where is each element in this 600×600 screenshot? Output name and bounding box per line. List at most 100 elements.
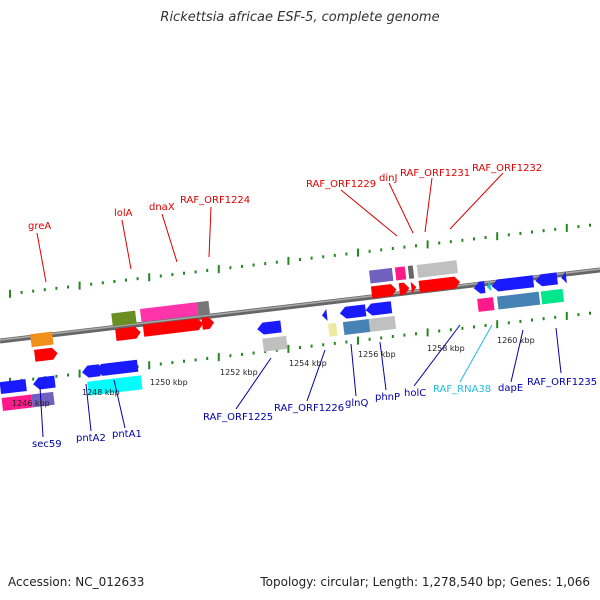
gene-block[interactable] (394, 266, 407, 281)
track-dot (90, 282, 93, 286)
track-dot (449, 328, 452, 332)
gene-arrow[interactable] (142, 318, 204, 337)
gene-label-raf-orf1226[interactable]: RAF_ORF1226 (274, 403, 344, 414)
gene-arrow[interactable] (115, 326, 141, 342)
gene-arrow[interactable] (34, 347, 58, 362)
gene-arrow[interactable] (339, 304, 367, 319)
scale-tick-label: 1252 kbp (220, 368, 258, 377)
track-dot (206, 357, 209, 360)
gene-label-dinj[interactable]: dinJ (379, 173, 397, 184)
gene-label-glnq[interactable]: glnQ (345, 398, 368, 409)
track-dot (507, 321, 510, 325)
gene-arrow[interactable] (370, 284, 397, 299)
gene-arrow[interactable] (32, 375, 56, 391)
gene-label-pnta1[interactable]: pntA1 (112, 429, 142, 440)
gene-label-lola[interactable]: lolA (114, 208, 133, 219)
track-dot (310, 344, 313, 348)
gene-label-raf-orf1231[interactable]: RAF_ORF1231 (400, 168, 470, 179)
track-dot (101, 281, 104, 285)
track-dot (333, 253, 336, 257)
gene-block[interactable] (1, 394, 33, 411)
genome-stats-text: Topology: circular; Length: 1,278,540 bp… (260, 575, 590, 589)
gene-arrow[interactable] (81, 364, 101, 378)
track-dot (183, 359, 185, 363)
gene-block[interactable] (496, 291, 541, 310)
gene-block[interactable] (31, 391, 55, 408)
gene-arrow[interactable] (561, 271, 567, 284)
gene-arrow[interactable] (95, 359, 139, 377)
track-dot (299, 258, 301, 261)
gene-block[interactable] (342, 318, 371, 335)
track-dot (577, 313, 580, 317)
gene-block[interactable] (262, 335, 288, 352)
track-dot (264, 262, 267, 266)
track-dot (449, 240, 452, 244)
gene-block[interactable] (139, 302, 199, 322)
track-dot (403, 245, 406, 249)
gene-arrow[interactable] (398, 282, 410, 296)
gene-block[interactable] (196, 300, 210, 316)
gene-block[interactable] (407, 265, 415, 279)
forward-gene-labels: greA lolA dnaX RAF_ORF1224 RAF_ORF1229 d… (28, 163, 542, 232)
gene-block[interactable] (111, 310, 137, 327)
track-dot (55, 374, 58, 378)
gene-arrow[interactable] (365, 301, 393, 316)
gene-block[interactable] (369, 267, 394, 284)
gene-label-dape[interactable]: dapE (498, 383, 523, 394)
track-dot (542, 229, 545, 233)
gene-arrow[interactable] (410, 281, 417, 294)
gene-arrow[interactable] (535, 272, 558, 287)
gene-block[interactable] (540, 288, 565, 305)
gene-block[interactable] (368, 315, 397, 332)
gene-label-raf-rna38[interactable]: RAF_RNA38 (433, 384, 491, 395)
track-dot (241, 264, 243, 268)
label-leader-lines (36, 172, 562, 438)
gene-block[interactable] (30, 331, 54, 348)
track-dot (484, 324, 487, 327)
track-dot (519, 319, 522, 323)
track-major-tick (148, 273, 151, 282)
track-dot (438, 241, 441, 245)
scale-tick-label: 1260 kbp (497, 336, 535, 345)
track-dot (519, 231, 522, 235)
track-dot (345, 340, 348, 344)
gene-label-raf-orf1229[interactable]: RAF_ORF1229 (306, 179, 376, 190)
scale-tick-label: 1258 kbp (427, 344, 465, 353)
gene-arrow[interactable] (321, 308, 328, 322)
track-major-tick (357, 336, 359, 345)
gene-label-phnp[interactable]: phnP (375, 392, 400, 403)
gene-arrow[interactable] (491, 275, 535, 292)
track-dot (159, 362, 162, 366)
gene-arrow[interactable] (0, 379, 27, 395)
track-major-tick (148, 361, 151, 370)
gene-block[interactable] (416, 260, 458, 278)
scale-tick-label: 1246 kbp (12, 399, 50, 408)
track-major-tick (287, 256, 290, 265)
track-dot (67, 285, 69, 289)
gene-label-sec59[interactable]: sec59 (32, 439, 62, 450)
gene-label-pnta2[interactable]: pntA2 (76, 433, 106, 444)
gene-label-dnax[interactable]: dnaX (149, 202, 175, 213)
gene-label-raf-orf1232[interactable]: RAF_ORF1232 (472, 163, 542, 174)
gene-block[interactable] (477, 297, 495, 312)
track-major-tick (78, 369, 81, 378)
rna-arrow[interactable] (486, 281, 492, 292)
track-dot (32, 377, 35, 381)
gene-label-raf-orf1235[interactable]: RAF_ORF1235 (527, 377, 597, 388)
track-major-tick (78, 281, 81, 290)
gene-arrow[interactable] (256, 320, 282, 335)
gene-label-holc[interactable]: holC (404, 388, 426, 399)
track-dot (368, 337, 371, 341)
gene-label-grea[interactable]: greA (28, 221, 51, 232)
gene-arrow[interactable] (418, 276, 461, 293)
gene-arrow[interactable] (201, 316, 215, 330)
track-dot (264, 350, 267, 354)
gene-block[interactable] (328, 322, 338, 337)
gene-arrow[interactable] (473, 281, 486, 294)
track-major-tick (9, 289, 11, 298)
track-dot (159, 274, 162, 278)
gene-label-raf-orf1225[interactable]: RAF_ORF1225 (203, 412, 273, 423)
gene-label-raf-orf1224[interactable]: RAF_ORF1224 (180, 195, 250, 206)
track-dot (275, 260, 278, 264)
